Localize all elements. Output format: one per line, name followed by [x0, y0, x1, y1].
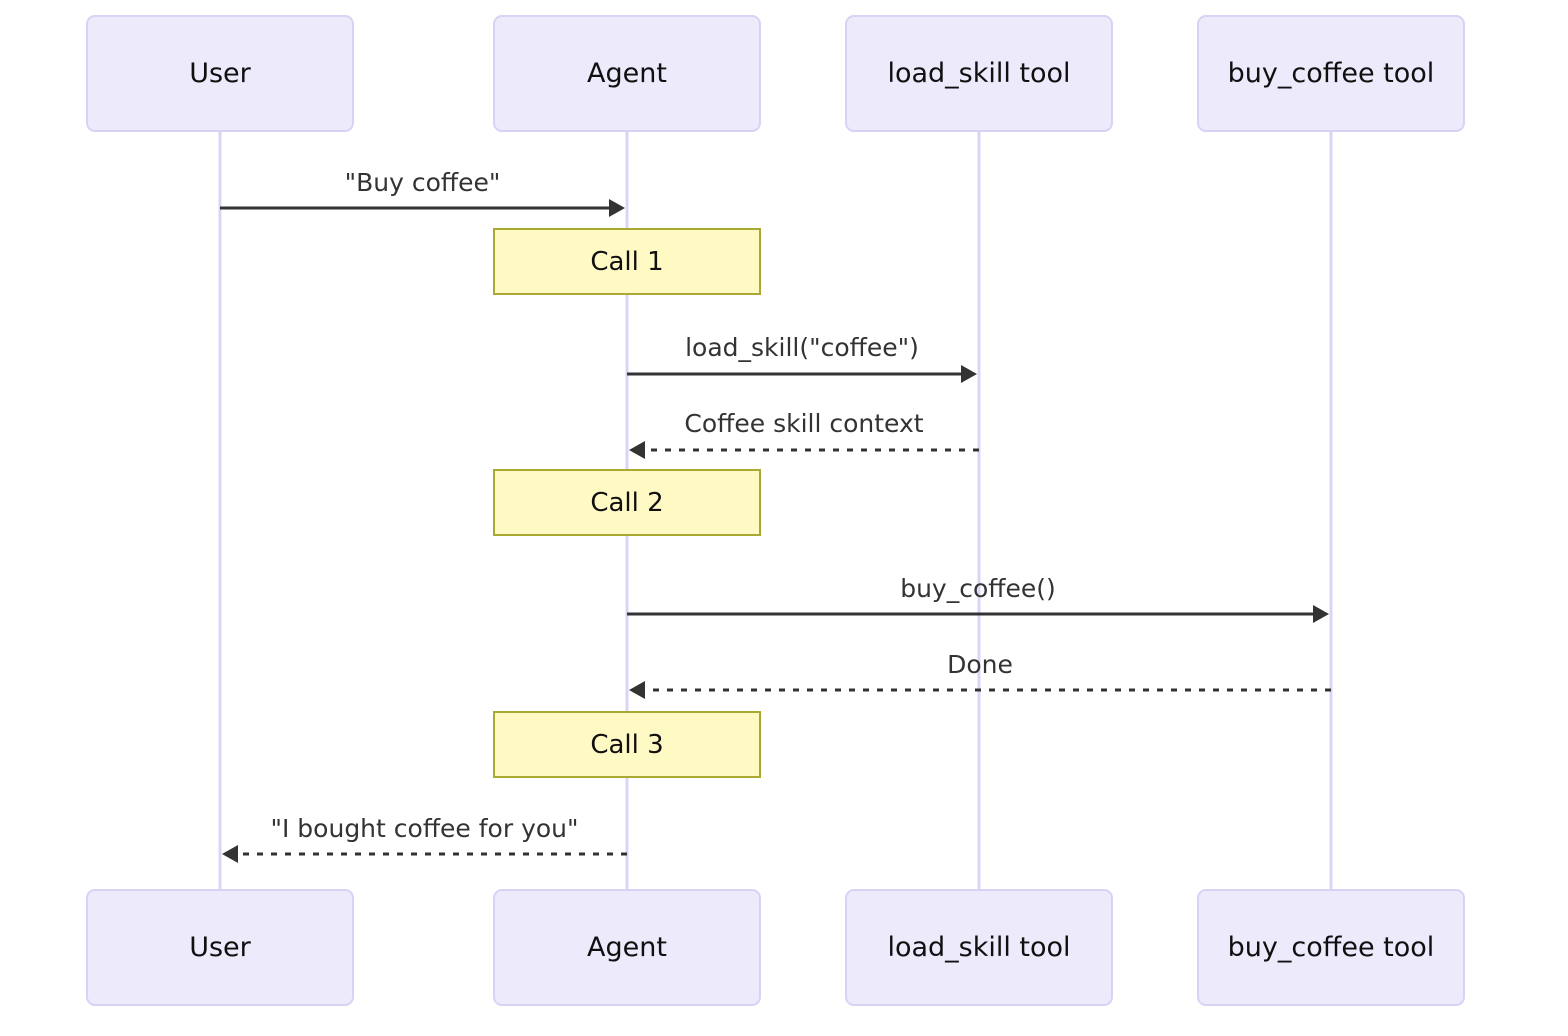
participant-label-user: User: [189, 932, 251, 963]
message-label-2: load_skill("coffee"): [685, 333, 919, 362]
note-2[interactable]: Call 2: [493, 469, 761, 536]
message-arrowhead-4: [1313, 605, 1329, 623]
participant-box-load_skill[interactable]: [845, 15, 1113, 132]
note-box-1[interactable]: [493, 228, 761, 295]
message-arrowhead-2: [961, 365, 977, 383]
note-label-1: Call 1: [590, 247, 663, 277]
participant-box-buy_coffee[interactable]: [1197, 889, 1465, 1006]
participant-label-buy_coffee: buy_coffee tool: [1228, 58, 1435, 89]
participant-bottom-buy_coffee[interactable]: buy_coffee tool: [1197, 889, 1465, 1006]
note-box-3[interactable]: [493, 711, 761, 778]
message-5: Done: [629, 650, 1331, 699]
participant-bottom-agent[interactable]: Agent: [493, 889, 761, 1006]
message-3: Coffee skill context: [629, 409, 979, 459]
participant-label-user: User: [189, 58, 251, 89]
message-arrowhead-5: [629, 681, 645, 699]
messages-layer: "Buy coffee" load_skill("coffee") Coffee s…: [220, 168, 1331, 863]
note-box-2[interactable]: [493, 469, 761, 536]
participant-box-agent[interactable]: [493, 889, 761, 1006]
participant-top-load_skill[interactable]: load_skill tool: [845, 15, 1113, 132]
note-3[interactable]: Call 3: [493, 711, 761, 778]
message-6: "I bought coffee for you": [222, 814, 627, 863]
participant-top-user[interactable]: User: [86, 15, 354, 132]
message-label-3: Coffee skill context: [684, 409, 923, 438]
participant-top-agent[interactable]: Agent: [493, 15, 761, 132]
message-arrowhead-1: [609, 199, 625, 217]
message-arrowhead-6: [222, 845, 238, 863]
participant-label-agent: Agent: [587, 932, 667, 963]
notes-layer: Call 1 Call 2 Call 3: [493, 228, 761, 778]
participant-label-load_skill: load_skill tool: [887, 932, 1070, 963]
participant-label-agent: Agent: [587, 58, 667, 89]
participant-box-load_skill[interactable]: [845, 889, 1113, 1006]
message-label-1: "Buy coffee": [345, 168, 501, 197]
participant-top-buy_coffee[interactable]: buy_coffee tool: [1197, 15, 1465, 132]
participant-box-agent[interactable]: [493, 15, 761, 132]
message-1: "Buy coffee": [220, 168, 625, 217]
note-1[interactable]: Call 1: [493, 228, 761, 295]
participant-bottom-user[interactable]: User: [86, 889, 354, 1006]
participant-bottom-load_skill[interactable]: load_skill tool: [845, 889, 1113, 1006]
message-4: buy_coffee(): [627, 574, 1329, 623]
note-label-2: Call 2: [590, 488, 663, 518]
message-arrowhead-3: [629, 441, 645, 459]
participant-box-user[interactable]: [86, 889, 354, 1006]
lifelines-layer: [218, 131, 1333, 890]
participant-box-user[interactable]: [86, 15, 354, 132]
message-label-4: buy_coffee(): [900, 574, 1056, 603]
participant-box-buy_coffee[interactable]: [1197, 15, 1465, 132]
message-label-5: Done: [947, 650, 1013, 679]
note-label-3: Call 3: [590, 730, 663, 760]
message-2: load_skill("coffee"): [627, 333, 977, 383]
participant-label-buy_coffee: buy_coffee tool: [1228, 932, 1435, 963]
message-label-6: "I bought coffee for you": [270, 814, 578, 843]
participant-label-load_skill: load_skill tool: [887, 58, 1070, 89]
